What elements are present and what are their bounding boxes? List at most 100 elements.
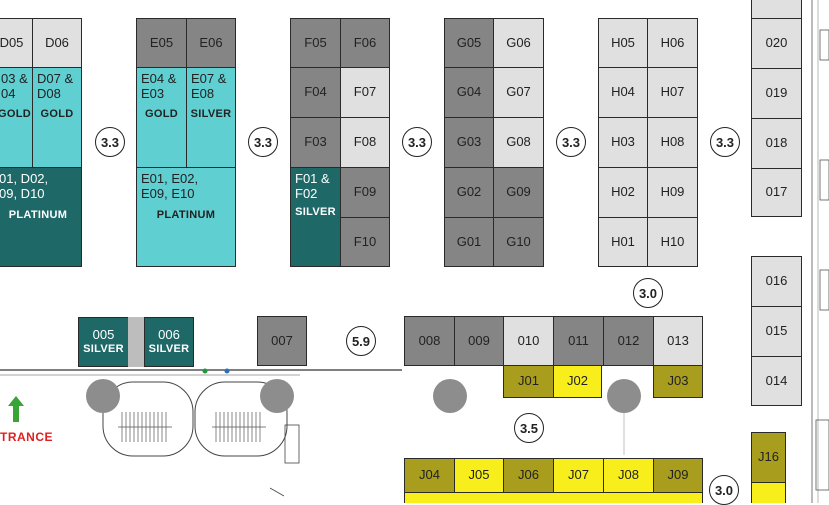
booth-f01-f02[interactable]: F01 & F02 SILVER	[290, 167, 341, 267]
booth-j08[interactable]: J08	[603, 458, 654, 493]
booth-h06[interactable]: H06	[647, 18, 698, 68]
booth-h05[interactable]: H05	[598, 18, 648, 68]
booth-j-row-lower[interactable]	[404, 492, 703, 503]
booth-h03[interactable]: H03	[598, 117, 648, 168]
booth-h02[interactable]: H02	[598, 167, 648, 218]
booth-014[interactable]: 014	[751, 356, 802, 406]
booth-012[interactable]: 012	[603, 316, 654, 366]
pillar	[86, 379, 120, 413]
pillar	[260, 379, 294, 413]
booth-d06[interactable]: D06	[32, 18, 82, 68]
booth-005[interactable]: 005 SILVER	[78, 317, 129, 367]
distance-marker: 3.0	[709, 475, 739, 505]
booth-j07[interactable]: J07	[553, 458, 604, 493]
booth-d01-d02-d09-d10[interactable]: 01, D02, 09, D10 PLATINUM	[0, 167, 82, 267]
distance-marker: 3.5	[514, 413, 544, 443]
booth-009[interactable]: 009	[454, 316, 504, 366]
booth-f10[interactable]: F10	[340, 217, 390, 267]
booth-j05[interactable]: J05	[454, 458, 504, 493]
booth-f03[interactable]: F03	[290, 117, 341, 168]
booth-e01-e02-e09-e10[interactable]: E01, E02, E09, E10 PLATINUM	[136, 167, 236, 267]
booth-e05[interactable]: E05	[136, 18, 187, 68]
booth-j16[interactable]: J16	[751, 432, 786, 483]
booth-h07[interactable]: H07	[647, 67, 698, 118]
booth-010[interactable]: 010	[503, 316, 554, 366]
booth-g01[interactable]: G01	[444, 217, 494, 267]
booth-g03[interactable]: G03	[444, 117, 494, 168]
tier-badge: SILVER	[190, 107, 232, 120]
booth-008[interactable]: 008	[404, 316, 455, 366]
tier-badge: GOLD	[0, 107, 31, 120]
booth-j04[interactable]: J04	[404, 458, 455, 493]
distance-marker: 3.3	[556, 127, 586, 157]
booth-006[interactable]: 006 SILVER	[144, 317, 194, 367]
booth-017[interactable]: 017	[751, 168, 802, 217]
booth-label: 09, D10	[0, 185, 45, 201]
tier-badge: PLATINUM	[156, 208, 216, 221]
booth-h04[interactable]: H04	[598, 67, 648, 118]
booth-label: E04 &	[141, 71, 177, 86]
booth-d03-d04[interactable]: 03 & 04 GOLD	[0, 67, 33, 168]
booth-f04[interactable]: F04	[290, 67, 341, 118]
booth-j01[interactable]: J01	[503, 365, 554, 398]
booth-label: D08	[37, 85, 61, 101]
booth-020[interactable]: 020	[751, 18, 802, 69]
gap-filler	[128, 317, 144, 367]
booth-g10[interactable]: G10	[493, 217, 544, 267]
booth-label: E09, E10	[141, 185, 195, 201]
booth-e04-e03[interactable]: E04 & E03 GOLD	[136, 67, 187, 168]
booth-j16-lower[interactable]	[751, 482, 786, 503]
distance-marker: 3.3	[710, 127, 740, 157]
booth-h10[interactable]: H10	[647, 217, 698, 267]
booth-label: 03 &	[1, 71, 28, 86]
tier-badge: GOLD	[145, 107, 178, 120]
booth-e07-e08[interactable]: E07 & E08 SILVER	[186, 67, 236, 168]
booth-h08[interactable]: H08	[647, 117, 698, 168]
distance-marker: 3.0	[633, 278, 663, 308]
booth-019[interactable]: 019	[751, 68, 802, 119]
booth-g09[interactable]: G09	[493, 167, 544, 218]
booth-g05[interactable]: G05	[444, 18, 494, 68]
booth-j06[interactable]: J06	[503, 458, 554, 493]
booth-partial-top[interactable]	[751, 0, 802, 19]
tier-badge: SILVER	[148, 343, 190, 356]
booth-h01[interactable]: H01	[598, 217, 648, 267]
distance-marker: 3.3	[248, 127, 278, 157]
booth-g08[interactable]: G08	[493, 117, 544, 168]
booth-018[interactable]: 018	[751, 118, 802, 169]
booth-label: E07 &	[191, 71, 227, 86]
tier-badge: SILVER	[295, 205, 336, 218]
tier-badge: SILVER	[83, 343, 124, 356]
booth-015[interactable]: 015	[751, 306, 802, 357]
booth-label: 01, D02,	[0, 171, 49, 186]
booth-e06[interactable]: E06	[186, 18, 236, 68]
booth-label: F02	[295, 185, 318, 201]
booth-label: E01, E02,	[141, 171, 199, 186]
booth-label: F01 &	[295, 171, 330, 186]
booth-016[interactable]: 016	[751, 256, 802, 307]
distance-marker: 3.3	[402, 127, 432, 157]
booth-d05[interactable]: D05	[0, 18, 33, 68]
tier-badge: GOLD	[40, 107, 74, 120]
booth-f09[interactable]: F09	[340, 167, 390, 218]
booth-g06[interactable]: G06	[493, 18, 544, 68]
booth-f06[interactable]: F06	[340, 18, 390, 68]
booth-j02[interactable]: J02	[553, 365, 602, 398]
booth-f07[interactable]: F07	[340, 67, 390, 118]
booth-f08[interactable]: F08	[340, 117, 390, 168]
booth-011[interactable]: 011	[553, 316, 604, 366]
booth-f05[interactable]: F05	[290, 18, 341, 68]
booth-h09[interactable]: H09	[647, 167, 698, 218]
booth-label: E08	[191, 85, 215, 101]
booth-d07-d08[interactable]: D07 & D08 GOLD	[32, 67, 82, 168]
booth-g04[interactable]: G04	[444, 67, 494, 118]
booth-j03[interactable]: J03	[653, 365, 703, 398]
booth-007[interactable]: 007	[257, 316, 307, 366]
booth-g07[interactable]: G07	[493, 67, 544, 118]
distance-marker: 5.9	[346, 326, 376, 356]
booth-label: 005	[92, 327, 115, 343]
booth-j09[interactable]: J09	[653, 458, 703, 493]
booth-g02[interactable]: G02	[444, 167, 494, 218]
booth-013[interactable]: 013	[653, 316, 703, 366]
